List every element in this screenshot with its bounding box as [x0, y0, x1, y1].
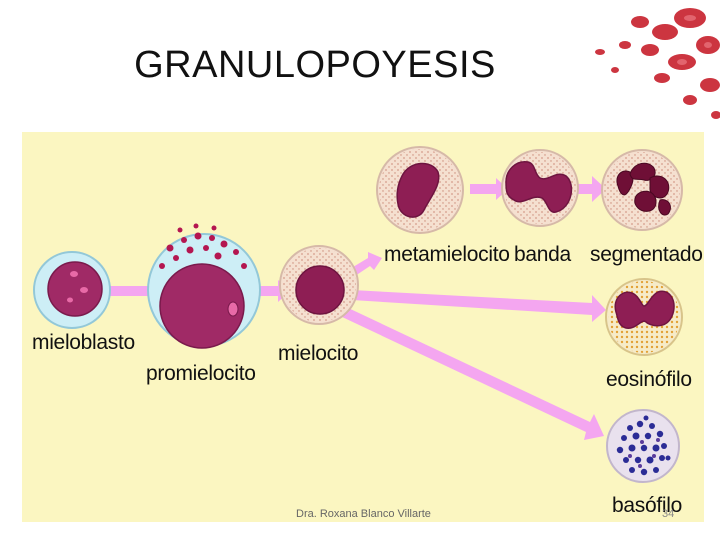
slide-title: GRANULOPOYESIS [134, 44, 496, 86]
arrow-metamielocito-banda [470, 178, 508, 200]
arrow-mieloblasto-promielocito [100, 280, 166, 302]
arrow-mielocito-basofilo [340, 306, 604, 440]
diagram-panel [22, 132, 704, 522]
footer-author: Dra. Roxana Blanco Villarte [296, 508, 431, 520]
mieloblasto-cell [33, 251, 111, 329]
label-banda: banda [514, 243, 571, 266]
label-eosinofilo: eosinófilo [606, 368, 692, 391]
arrow-banda-segmentado [574, 176, 606, 202]
label-metamielocito: metamielocito [384, 243, 510, 266]
label-mielocito: mielocito [278, 342, 359, 365]
promielocito-cell [147, 223, 261, 349]
page-number: 34 [662, 508, 675, 520]
label-mieloblasto: mieloblasto [32, 331, 135, 354]
label-basofilo: basófilo [612, 494, 682, 517]
segmentado-cell [601, 149, 683, 231]
label-promielocito: promielocito [146, 362, 256, 385]
basofilo-cell [606, 409, 680, 483]
red-blood-cells-decoration [595, 8, 720, 119]
arrow-mielocito-eosinofilo [352, 290, 606, 322]
banda-cell [501, 149, 579, 227]
eosinofilo-cell [605, 278, 683, 356]
mielocito-cell [279, 245, 359, 325]
metamielocito-cell [376, 146, 464, 234]
label-segmentado: segmentado [590, 243, 703, 266]
